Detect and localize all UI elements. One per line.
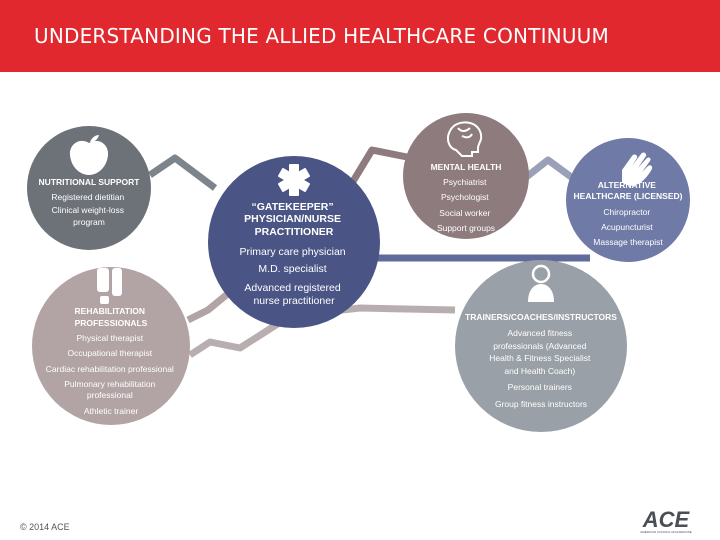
alternative-circle bbox=[566, 138, 690, 262]
trainers-item: and Health Coach) bbox=[504, 366, 575, 376]
connector-nutritional-gatekeeper bbox=[148, 154, 218, 191]
trainers-item: professionals (Advanced bbox=[493, 341, 586, 351]
svg-text:“GATEKEEPER” PHYSICIAN/N: “GATEKEEPER” PHYSICIAN/NURSE PRACTITIONE… bbox=[244, 201, 344, 238]
alternative-heading: HEALTHCARE (LICENSED) bbox=[574, 191, 683, 201]
rehab-item: Pulmonary rehabilitation bbox=[64, 379, 155, 389]
mental-item: Support groups bbox=[437, 223, 495, 233]
svg-text:Psychiatrist Psychologis: Psychiatrist Psychologist Social worker … bbox=[437, 177, 495, 233]
gatekeeper-circle bbox=[208, 156, 380, 328]
connectors bbox=[148, 146, 590, 358]
rehab-heading: PROFESSIONALS bbox=[75, 318, 148, 328]
mental-item: Psychologist bbox=[441, 192, 489, 202]
gatekeeper-item: Primary care physician bbox=[239, 246, 345, 258]
trainers-item: Personal trainers bbox=[508, 382, 572, 392]
gatekeeper-heading: PRACTITIONER bbox=[255, 226, 334, 238]
connector-gatekeeper-mental bbox=[349, 146, 413, 185]
svg-text:REHABILITATION PROFESSIO: REHABILITATION PROFESSIONALS bbox=[75, 306, 148, 328]
nutritional-item: Registered dietitian bbox=[51, 192, 124, 202]
svg-text:Chiropractor Acupuncturi: Chiropractor Acupuncturist Massage thera… bbox=[593, 207, 663, 247]
page-title: UNDERSTANDING THE ALLIED HEALTHCARE CONT… bbox=[34, 24, 609, 48]
svg-text:Physical therapist Occup: Physical therapist Occupational therapis… bbox=[46, 333, 176, 416]
svg-text:MENTAL HEALTH: MENTAL HEALTH bbox=[431, 162, 502, 172]
trainers-item: Advanced fitness bbox=[507, 328, 572, 338]
alternative-item: Chiropractor bbox=[603, 207, 650, 217]
continuum-diagram: NUTRITIONAL SUPPORT Registered dietitian… bbox=[27, 113, 690, 432]
nutritional-item: program bbox=[73, 217, 105, 227]
rehab-item: professional bbox=[87, 390, 133, 400]
rehab-heading: REHABILITATION bbox=[75, 306, 146, 316]
svg-text:ALTERNATIVE HEALTHCARE (: ALTERNATIVE HEALTHCARE (LICENSED) bbox=[574, 180, 683, 201]
gatekeeper-heading: PHYSICIAN/NURSE bbox=[244, 213, 341, 225]
node-nutritional-support: NUTRITIONAL SUPPORT Registered dietitian… bbox=[27, 126, 151, 250]
node-gatekeeper: “GATEKEEPER” PHYSICIAN/NURSE PRACTITIONE… bbox=[208, 156, 380, 328]
node-rehabilitation: REHABILITATION PROFESSIONALS Physical th… bbox=[32, 267, 190, 425]
brain-head-icon bbox=[447, 121, 483, 157]
alternative-item: Acupuncturist bbox=[601, 222, 653, 232]
hand-icon bbox=[622, 152, 653, 186]
trainers-circle bbox=[455, 260, 627, 432]
rehab-item: Occupational therapist bbox=[68, 348, 153, 358]
svg-text:NUTRITIONAL SUPPORT: NUTRITIONAL SUPPORT bbox=[39, 177, 141, 187]
gatekeeper-item: M.D. specialist bbox=[258, 263, 326, 275]
gatekeeper-heading: “GATEKEEPER” bbox=[252, 201, 334, 213]
mental-item: Psychiatrist bbox=[443, 177, 487, 187]
gatekeeper-item: nurse practitioner bbox=[253, 295, 335, 307]
mental-item: Social worker bbox=[439, 208, 490, 218]
gatekeeper-item: Advanced registered bbox=[244, 282, 340, 294]
ace-logo: ACE AMERICAN COUNCIL ON EXERCISE bbox=[640, 508, 691, 534]
alternative-item: Massage therapist bbox=[593, 237, 663, 247]
svg-text:Primary care physician M: Primary care physician M.D. specialist A… bbox=[239, 246, 348, 307]
title-banner: UNDERSTANDING THE ALLIED HEALTHCARE CONT… bbox=[0, 0, 720, 72]
mental-heading: MENTAL HEALTH bbox=[431, 162, 502, 172]
node-mental-health: MENTAL HEALTH Psychiatrist Psychologist … bbox=[403, 113, 529, 239]
connector-rehab-gatekeeper bbox=[186, 289, 233, 324]
connector-rehab-trainers bbox=[188, 304, 456, 358]
trainers-heading: TRAINERS/COACHES/INSTRUCTORS bbox=[465, 312, 617, 322]
mental-circle bbox=[403, 113, 529, 239]
logo-tagline: AMERICAN COUNCIL ON EXERCISE bbox=[640, 530, 691, 534]
apple-fork-knife-icon bbox=[69, 135, 109, 175]
medical-star-of-life-icon bbox=[278, 164, 310, 196]
rehab-item: Cardiac rehabilitation professional bbox=[46, 364, 174, 374]
node-alternative-healthcare: ALTERNATIVE HEALTHCARE (LICENSED) Chirop… bbox=[566, 138, 690, 262]
trainers-item: Group fitness instructors bbox=[495, 399, 587, 409]
svg-text:Registered dietitian Cli: Registered dietitian Clinical weight-los… bbox=[51, 192, 126, 227]
rehab-item: Athletic trainer bbox=[84, 406, 138, 416]
rehab-circle bbox=[32, 267, 190, 425]
rehab-item: Physical therapist bbox=[77, 333, 144, 343]
person-icon bbox=[528, 264, 554, 302]
trainers-item: Health & Fitness Specialist bbox=[489, 353, 591, 363]
connector-mental-alternative bbox=[517, 156, 581, 185]
svg-text:Advanced fitness profess: Advanced fitness professionals (Advanced… bbox=[489, 328, 592, 409]
copyright-footer: © 2014 ACE bbox=[20, 522, 70, 532]
node-trainers: TRAINERS/COACHES/INSTRUCTORS Advanced fi… bbox=[455, 260, 627, 432]
nutritional-item: Clinical weight-loss bbox=[52, 205, 124, 215]
svg-text:TRAINERS/COACHES/INSTRUCTORS: TRAINERS/COACHES/INSTRUCTORS bbox=[465, 312, 617, 322]
nutritional-heading: NUTRITIONAL SUPPORT bbox=[39, 177, 141, 187]
nutritional-circle bbox=[27, 126, 151, 250]
logo-mark: ACE bbox=[642, 508, 691, 532]
knee-joint-icon bbox=[97, 268, 122, 304]
alternative-heading: ALTERNATIVE bbox=[598, 180, 657, 190]
